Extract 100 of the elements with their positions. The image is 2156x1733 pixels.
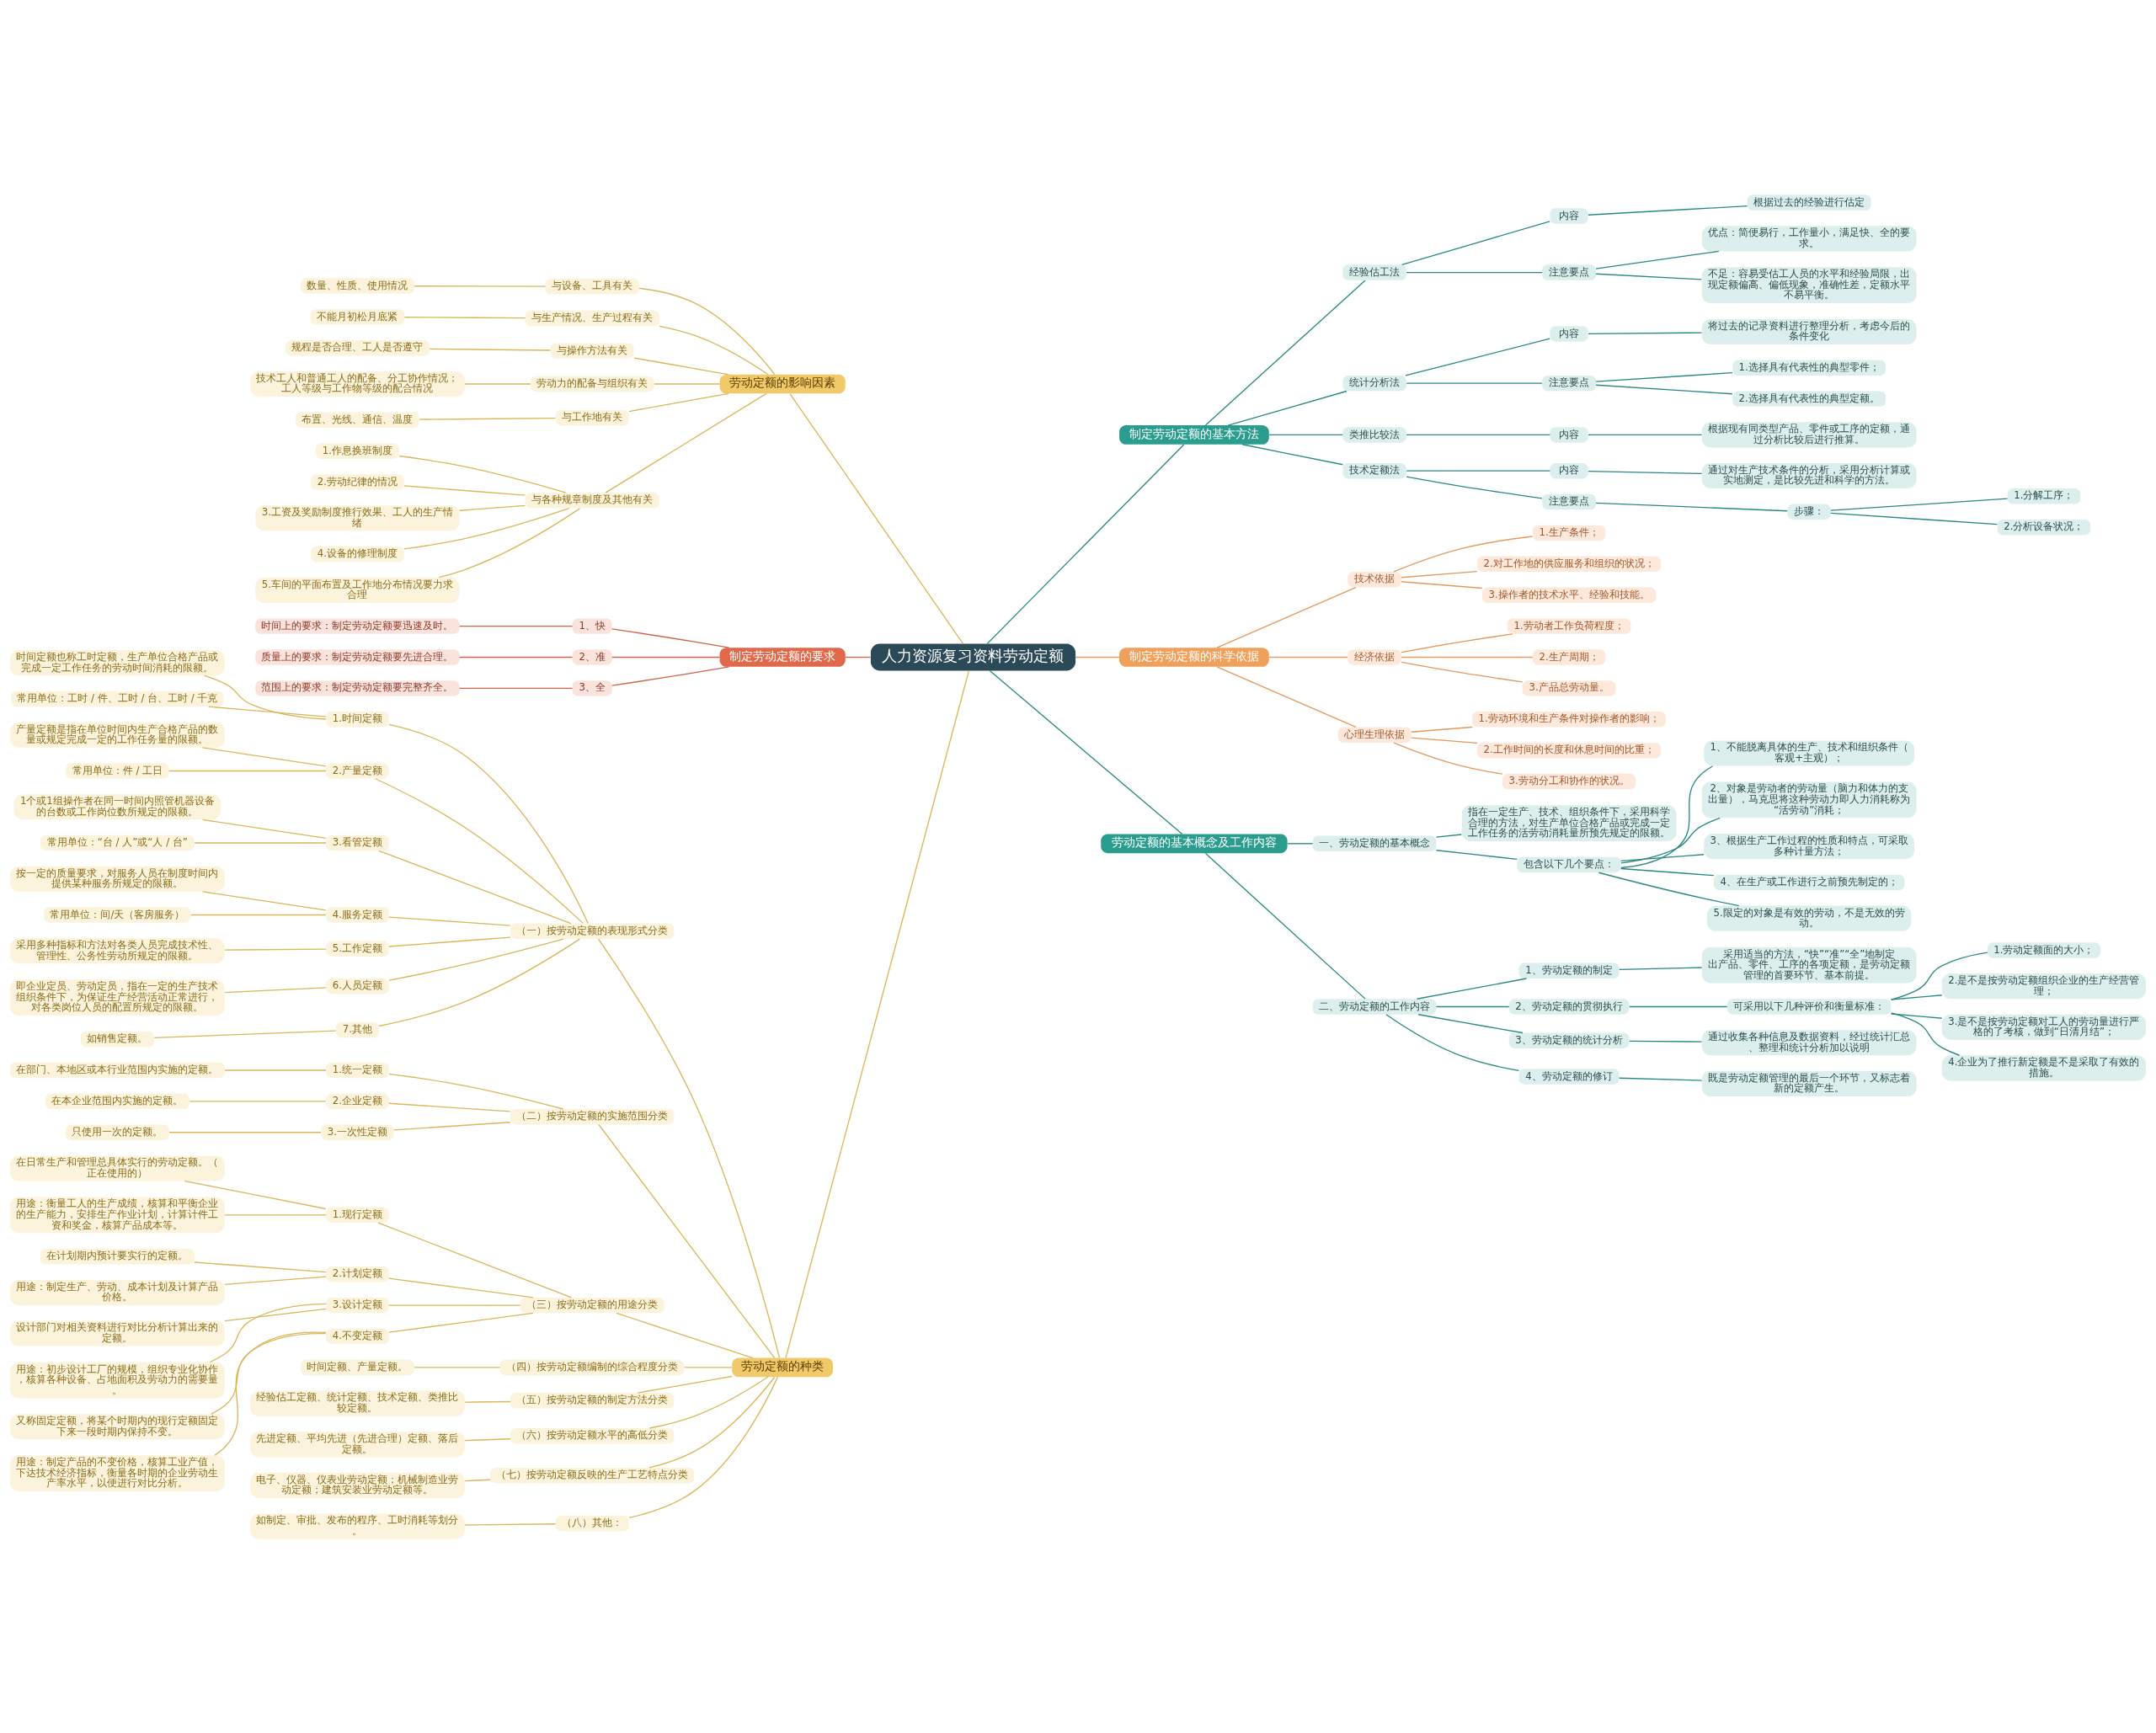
connector — [628, 392, 729, 412]
node-box: 在本企业范围内实施的定额。 — [45, 1093, 189, 1109]
connector — [789, 392, 964, 644]
connector — [616, 1312, 754, 1358]
connector — [1401, 580, 1483, 589]
connector — [1216, 665, 1357, 728]
node-box: 1、劳动定额的制定 — [1518, 962, 1620, 978]
connector — [1890, 952, 1988, 1000]
node-box: 统计分析法 — [1342, 375, 1406, 391]
connector — [458, 687, 574, 689]
connector — [1411, 737, 1478, 744]
node-box: 制定劳动定额的要求 — [719, 647, 846, 667]
node-box: 2.计划定额 — [326, 1266, 389, 1282]
node-box: 既是劳动定额管理的最后一个环节，又标志着新的定额产生。 — [1701, 1070, 1917, 1096]
node-box: 即企业定员、劳动定员，指在一定的生产技术组织条件下，为保证生产经营活动正常进行，对各类岗位人员的配置所规定的限额。 — [9, 978, 225, 1016]
connector — [204, 675, 327, 720]
connector — [1595, 273, 1703, 280]
node-box: 注意要点 — [1542, 375, 1596, 391]
connector — [224, 947, 327, 951]
node-box: 包含以下几个要点： — [1517, 856, 1621, 872]
node-box: 4.设备的修理制度 — [311, 546, 404, 562]
connector — [464, 1522, 557, 1526]
connector — [1406, 470, 1551, 472]
node-box: （一）按劳动定额的表现形式分类 — [510, 923, 675, 939]
connector — [224, 1275, 327, 1285]
connector — [1204, 279, 1366, 426]
connector — [429, 348, 552, 351]
node-box: 内容 — [1550, 426, 1588, 443]
node-box: 2.生产周期； — [1532, 648, 1606, 665]
node-box: 用途：制定生产、劳动、成本计划及计算产品价格。 — [9, 1279, 225, 1305]
connector — [388, 1073, 564, 1110]
node-box: 1.劳动者工作负荷程度； — [1507, 617, 1631, 634]
node-box: 2.企业定额 — [326, 1093, 389, 1109]
connector — [1595, 384, 1733, 394]
node-box: 5.工作定额 — [326, 941, 389, 957]
node-box: 1.生产条件； — [1532, 525, 1606, 541]
node-box: 用途：初步设计工厂的规模，组织专业化协作，核算各种设备、占地面积及劳动力的需要量。 — [9, 1362, 225, 1398]
connector — [224, 1213, 327, 1215]
node-box: 4.服务定额 — [326, 906, 389, 923]
node-box: 劳动力的配备与组织有关 — [530, 376, 654, 392]
connector — [648, 1376, 776, 1469]
node-box: 4、在生产或工作进行之前预先制定的； — [1713, 874, 1905, 890]
connector — [1620, 867, 1715, 876]
node-box: （四）按劳动定额编制的综合程度分类 — [499, 1359, 685, 1375]
connector — [388, 915, 511, 926]
node-box: 3.设计定额 — [326, 1297, 389, 1313]
connector — [1241, 443, 1344, 465]
node-box: 1个或1组操作者在同一时间内照管机器设备的台数或工作岗位数所规定的限额。 — [13, 793, 221, 819]
connector — [224, 986, 327, 993]
connector — [785, 669, 970, 1358]
connector — [1620, 817, 1721, 863]
connector — [388, 1102, 511, 1112]
node-box: 1.时间定额 — [326, 711, 389, 727]
node-box: 3、劳动定额的统计分析 — [1508, 1032, 1630, 1048]
connector — [168, 1131, 322, 1133]
connector — [986, 443, 1185, 644]
node-box: 与生产情况、生产过程有关 — [525, 310, 659, 326]
connector — [684, 1366, 733, 1368]
node-box: 时间定额也称工时定额，生产单位合格产品或完成一定工作任务的劳动时间消耗的限额。 — [9, 649, 225, 675]
node-box: 通过收集各种信息及数据资料，经过统计汇总、整理和统计分析加以说明 — [1701, 1029, 1917, 1055]
node-box: 如销售定额。 — [80, 1031, 154, 1047]
connector — [1393, 741, 1503, 775]
connector — [464, 1437, 511, 1441]
node-box: 经济依据 — [1348, 648, 1401, 665]
connector — [392, 1121, 511, 1131]
connector — [1891, 1011, 1961, 1056]
connector — [189, 1100, 327, 1101]
node-box: 时间上的要求：制定劳动定额要迅速及时。 — [255, 617, 460, 634]
node-box: （五）按劳动定额的制定方法分类 — [510, 1392, 675, 1409]
node-box: 劳动定额的基本概念及工作内容 — [1101, 834, 1288, 853]
connector — [168, 770, 327, 771]
node-box: 3.产品总劳动量。 — [1522, 680, 1616, 696]
node-box: 内容 — [1550, 462, 1588, 478]
node-box: 规程是否合理、工人是否遵守 — [285, 339, 430, 355]
node-box: 心理生理依据 — [1337, 727, 1412, 743]
connector — [194, 841, 327, 844]
node-box: 2、对象是劳动者的劳动量（脑力和体力的支出量），马克思将这种劳动力即人力消耗称为“活劳动”消耗； — [1701, 781, 1917, 818]
connector — [1401, 220, 1550, 265]
connector — [638, 287, 776, 375]
connector — [201, 819, 327, 839]
node-box: 二、劳动定额的工作内容 — [1312, 998, 1437, 1015]
connector — [1075, 656, 1120, 658]
node-box: 指在一定生产、技术、组织条件下，采用科学合理的方法，对生产单位合格产品或完成一定工作任务的活劳动消耗量所预先规定的限额。 — [1461, 804, 1677, 841]
node-box: 劳动定额的影响因素 — [719, 374, 846, 393]
connector — [184, 1180, 327, 1209]
connector — [1435, 833, 1462, 838]
node-box: 2.劳动纪律的情况 — [311, 473, 404, 490]
connector — [153, 1029, 337, 1038]
node-box: 将过去的记录资料进行整理分析，考虑今后的条件变化 — [1701, 318, 1917, 344]
connector — [654, 382, 720, 385]
connector — [464, 1479, 491, 1481]
node-box: 内容 — [1550, 325, 1588, 342]
node-box: 与设备、工具有关 — [545, 278, 639, 295]
connector — [1406, 382, 1543, 384]
connector — [1620, 765, 1714, 868]
node-box: 步骤： — [1787, 504, 1831, 520]
connector — [211, 1332, 327, 1415]
node-box: 时间定额、产量定额。 — [300, 1359, 414, 1375]
connector — [458, 504, 526, 511]
connector — [388, 937, 564, 981]
